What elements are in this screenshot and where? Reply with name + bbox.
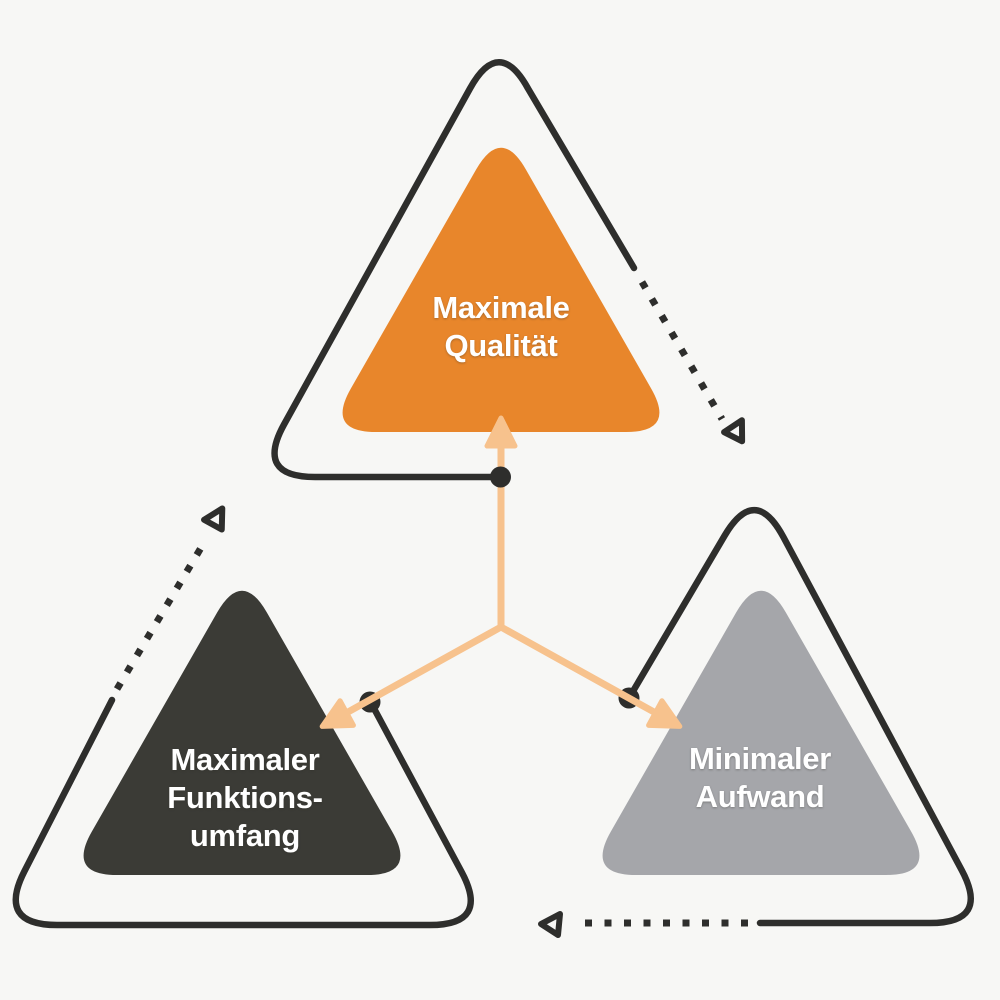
scope-outline-dotted xyxy=(113,539,209,691)
effort-triangle xyxy=(602,590,920,875)
cycle-arrowhead-left-icon xyxy=(201,505,226,533)
quality-outline-dotted xyxy=(638,280,726,421)
cycle-arrowhead-top-icon xyxy=(721,417,746,445)
scope-label: Maximaler Funktions- umfang xyxy=(167,742,323,853)
cycle-arrowhead-bottom-icon xyxy=(538,911,563,938)
quality-triangle xyxy=(342,147,660,432)
scope-triangle xyxy=(83,590,401,875)
connector-arrowhead-up-icon xyxy=(484,415,518,449)
scope-outline-path xyxy=(12,696,474,929)
junction-dot-top xyxy=(490,466,511,488)
quality-label: Maximale Qualität xyxy=(432,290,570,363)
connector-arrowhead-right-icon xyxy=(646,698,683,729)
quality-outline-path xyxy=(271,59,638,481)
connector-arrowhead-left-icon xyxy=(319,698,356,729)
effort-outline-path xyxy=(625,506,974,927)
effort-label: Minimaler Aufwand xyxy=(688,741,831,814)
y-connector xyxy=(344,444,658,716)
